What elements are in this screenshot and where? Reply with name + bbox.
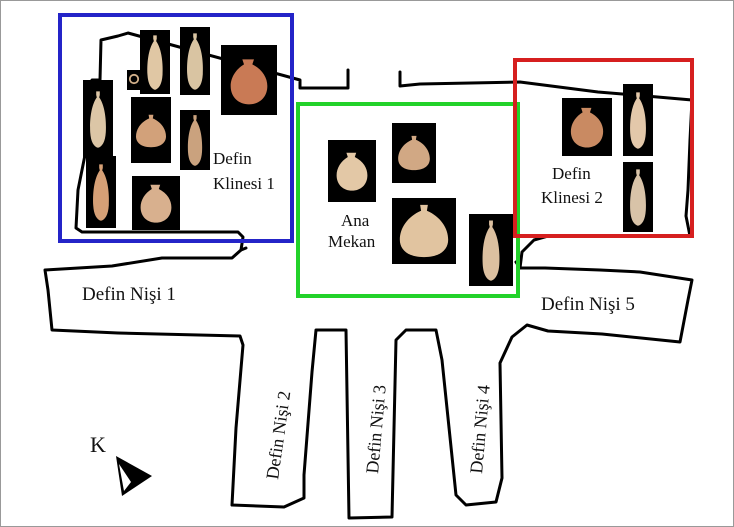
box-defin-klinesi-1 <box>58 13 294 243</box>
artifact-photo <box>623 84 653 156</box>
north-label: K <box>90 432 106 457</box>
label-ana-mekan-line1: Ana <box>341 211 370 230</box>
north-arrow: K <box>90 432 152 496</box>
artifact-photo <box>221 45 277 115</box>
artifact-photo <box>83 80 113 158</box>
box-ana-mekan <box>296 102 520 298</box>
artifact-photo <box>131 97 171 163</box>
artifact-photo <box>392 123 436 183</box>
upper-chamber-outline <box>43 31 694 520</box>
artifact-photo <box>180 27 210 95</box>
artifact-photo <box>328 140 376 202</box>
artifact-photos-ana-mekan <box>328 123 513 286</box>
artifact-photo <box>469 214 513 286</box>
artifact-photo <box>140 30 170 94</box>
label-defin-nisi-2: Defin Nişi 2 <box>262 390 294 481</box>
label-klinesi-1-line1: Defin <box>213 149 252 168</box>
artifact-photo <box>127 70 141 90</box>
label-defin-nisi-1: Defin Nişi 1 <box>82 284 176 305</box>
label-klinesi-2-line2: Klinesi 2 <box>541 188 603 207</box>
artifact-photo <box>180 110 210 170</box>
box-defin-klinesi-2 <box>513 58 694 238</box>
north-arrow-icon <box>116 456 152 496</box>
label-defin-nisi-4: Defin Nişi 4 <box>466 384 494 474</box>
artifact-photo <box>623 162 653 232</box>
label-klinesi-2-line1: Defin <box>552 164 591 183</box>
artifact-photo <box>392 198 456 264</box>
artifact-photos-klinesi-1 <box>83 27 277 230</box>
label-klinesi-1-line2: Klinesi 1 <box>213 174 275 193</box>
label-ana-mekan-line2: Mekan <box>328 232 376 251</box>
artifact-photo <box>132 176 180 230</box>
artifact-photos-klinesi-2 <box>562 84 653 232</box>
artifact-photo <box>86 156 116 228</box>
label-defin-nisi-3: Defin Nişi 3 <box>362 384 390 474</box>
artifact-photo <box>562 98 612 156</box>
label-defin-nisi-5: Defin Nişi 5 <box>541 294 635 315</box>
